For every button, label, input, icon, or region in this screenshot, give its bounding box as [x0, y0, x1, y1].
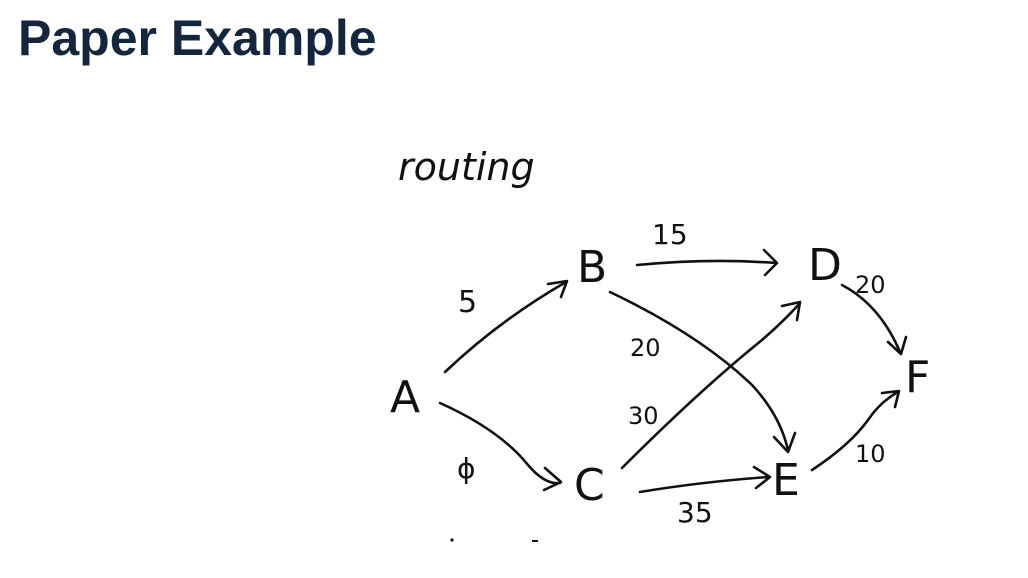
edges [438, 248, 908, 494]
weight-b-d: 15 [652, 218, 688, 251]
edge-a-b-arrowhead [546, 279, 569, 299]
node-c: C [574, 460, 605, 511]
weight-a-c: ϕ [457, 452, 475, 485]
edge-e-f-arrowhead [880, 389, 901, 409]
node-a: A [390, 372, 420, 423]
node-b: B [577, 242, 607, 293]
pen-dot [450, 538, 454, 542]
edge-b-d-arrowhead [762, 248, 779, 277]
edge-a-c-arrowhead [542, 466, 563, 492]
edge-weights: 5 ϕ 15 20 30 35 20 10 [457, 218, 886, 529]
edge-c-d-arrowhead [780, 300, 802, 322]
edge-b-d [635, 259, 778, 267]
edge-a-b [443, 280, 568, 374]
weight-c-e: 35 [677, 496, 713, 529]
node-d: D [808, 240, 842, 291]
node-e: E [772, 455, 800, 506]
stray-pen-marks [450, 538, 538, 542]
edge-b-e [608, 290, 790, 452]
weight-c-d: 30 [628, 402, 659, 430]
edge-c-d [620, 301, 802, 470]
nodes: A B C D E F [390, 240, 930, 511]
edge-a-c [438, 401, 562, 485]
edge-e-f [810, 390, 900, 472]
weight-d-f: 20 [855, 271, 886, 299]
edge-c-e [638, 475, 770, 494]
page-title: Paper Example [18, 10, 377, 66]
edge-d-f-arrowhead [886, 335, 908, 356]
node-f: F [905, 352, 930, 403]
weight-e-f: 10 [855, 440, 886, 468]
weight-b-e: 20 [630, 334, 661, 362]
routing-caption: routing [398, 145, 535, 189]
weight-a-b: 5 [458, 285, 477, 320]
edge-d-f [840, 283, 902, 354]
edge-b-e-arrowhead [772, 431, 797, 454]
edge-c-e-arrowhead [752, 465, 772, 490]
